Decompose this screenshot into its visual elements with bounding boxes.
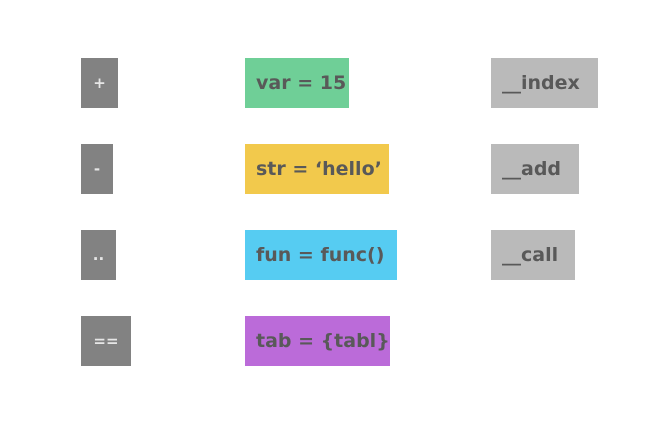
operator-label: - (93, 160, 101, 178)
metamethod-label: __add (502, 158, 562, 180)
operator-minus-box: - (81, 144, 113, 194)
assignment-number-box: var = 15 (245, 58, 349, 108)
operator-label: + (93, 74, 106, 92)
metamethod-call-box: __call (491, 230, 575, 280)
assignment-label: fun = func() (256, 244, 385, 266)
metamethod-label: __call (502, 244, 559, 266)
assignment-label: var = 15 (256, 72, 347, 94)
metamethod-index-box: __index (491, 58, 598, 108)
operator-concat-box: .. (81, 230, 116, 280)
operator-equals-box: == (81, 316, 131, 366)
assignment-label: tab = {tabl} (256, 330, 390, 352)
assignment-function-box: fun = func() (245, 230, 397, 280)
operator-plus-box: + (81, 58, 118, 108)
assignment-string-box: str = ‘hello’ (245, 144, 389, 194)
assignment-table-box: tab = {tabl} (245, 316, 390, 366)
metamethod-label: __index (502, 72, 580, 94)
assignment-label: str = ‘hello’ (256, 158, 382, 180)
operator-label: == (93, 332, 119, 350)
operator-label: .. (92, 246, 105, 264)
metamethod-add-box: __add (491, 144, 579, 194)
